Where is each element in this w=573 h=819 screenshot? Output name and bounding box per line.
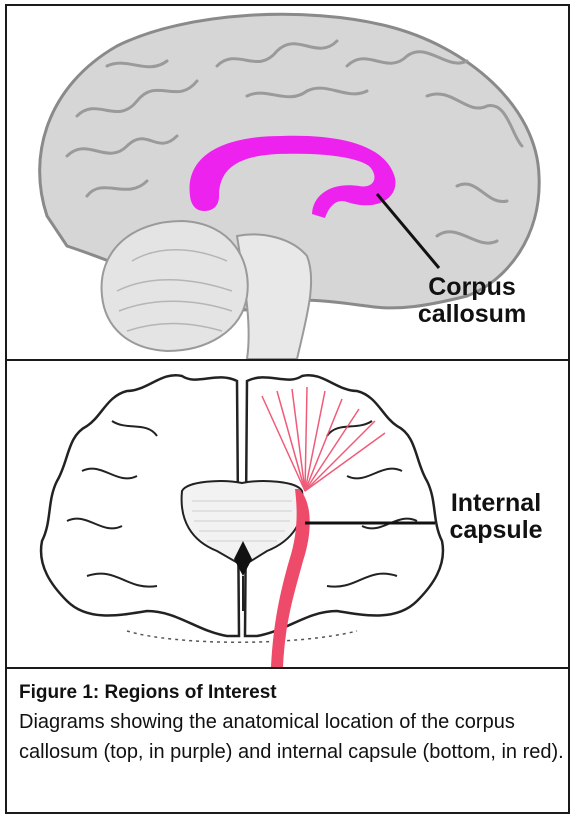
basal-line <box>127 631 357 642</box>
figure-caption: Figure 1: Regions of Interest Diagrams s… <box>19 681 567 767</box>
caption-title: Figure 1: Regions of Interest <box>19 681 567 705</box>
caption-text: Diagrams showing the anatomical location… <box>19 707 567 767</box>
figure-frame: Figure 1: Regions of Interest Diagrams s… <box>5 4 570 814</box>
internal-capsule-label: Internal capsule <box>434 490 558 544</box>
corpus-callosum-label: Corpus callosum <box>412 274 532 328</box>
cerebellum <box>102 221 248 351</box>
brainstem <box>237 234 311 359</box>
